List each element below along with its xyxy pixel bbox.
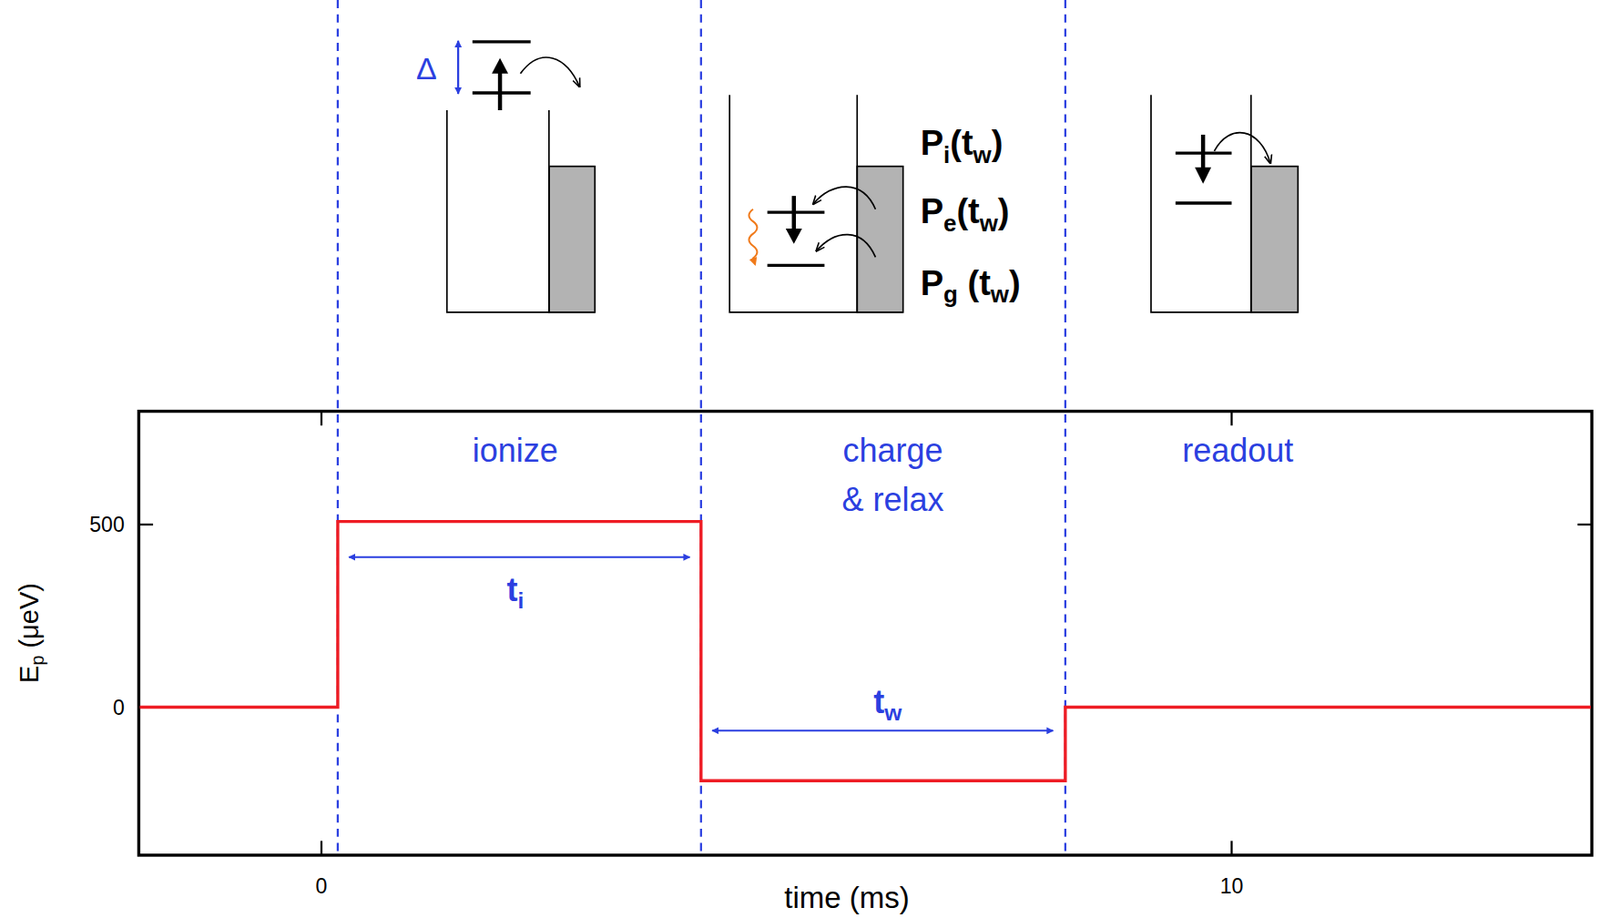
axis-title: time (ms) — [784, 880, 909, 916]
dot-schematic-readout — [1151, 94, 1298, 313]
probability-label: w — [990, 281, 1009, 307]
probability-label: ) — [991, 123, 1004, 163]
tick-label: 10 — [1220, 873, 1244, 897]
probability-label: P — [920, 192, 944, 231]
axis-title: E — [13, 664, 43, 683]
duration-label: i — [517, 587, 524, 612]
probability-label: (t — [956, 192, 979, 231]
plot-frame — [138, 411, 1592, 856]
duration-label: t — [506, 570, 518, 608]
probability-label: Pi(tw) — [920, 123, 1004, 169]
probability-label: i — [943, 141, 950, 167]
dot-schematic-charge — [729, 94, 903, 313]
tick-label: 0 — [112, 694, 125, 719]
axis-title: (μeV) — [13, 582, 43, 649]
phase-label: readout — [1182, 432, 1294, 470]
gap-symbol: Δ — [416, 51, 438, 87]
gap-symbol: Δ — [416, 51, 438, 88]
tick-label: 500 — [89, 512, 124, 537]
duration-label: w — [884, 699, 902, 724]
probability-label: g — [943, 281, 958, 307]
axis-title: Ep (μeV) — [13, 582, 48, 683]
duration-label: t — [873, 682, 885, 721]
tick-label: 10 — [1220, 873, 1244, 897]
probability-label: ) — [998, 192, 1010, 231]
probability-label: Pe(tw) — [920, 192, 1010, 237]
duration-label: ti — [506, 570, 524, 613]
phase-label: charge & relax — [841, 431, 944, 519]
phase-label: ionize — [472, 432, 559, 470]
axis-title: p — [26, 654, 47, 665]
duration-label: tw — [873, 682, 902, 726]
probability-label: (t — [949, 123, 973, 163]
tick-label: 0 — [315, 873, 328, 897]
probability-label: w — [973, 141, 992, 167]
probability-label: e — [943, 209, 957, 235]
phase-label: readout — [1182, 432, 1294, 470]
phase-label: charge & relax — [828, 426, 957, 525]
probability-label: ) — [1008, 263, 1021, 302]
probability-label: w — [979, 209, 999, 235]
axis-title: time (ms) — [784, 880, 909, 915]
probability-label: (t — [967, 263, 990, 302]
pulse-trace — [140, 521, 1591, 782]
probability-label: P — [920, 263, 944, 302]
tick-label: 0 — [112, 694, 125, 719]
probability-label: Pg (tw) — [920, 263, 1021, 308]
duration-arrow — [348, 557, 1053, 731]
probability-label: P — [920, 123, 944, 163]
tick-label: 0 — [315, 873, 328, 897]
dot-schematic-ionize — [447, 40, 595, 313]
phase-label: ionize — [472, 432, 559, 470]
tick-label: 500 — [89, 512, 124, 537]
